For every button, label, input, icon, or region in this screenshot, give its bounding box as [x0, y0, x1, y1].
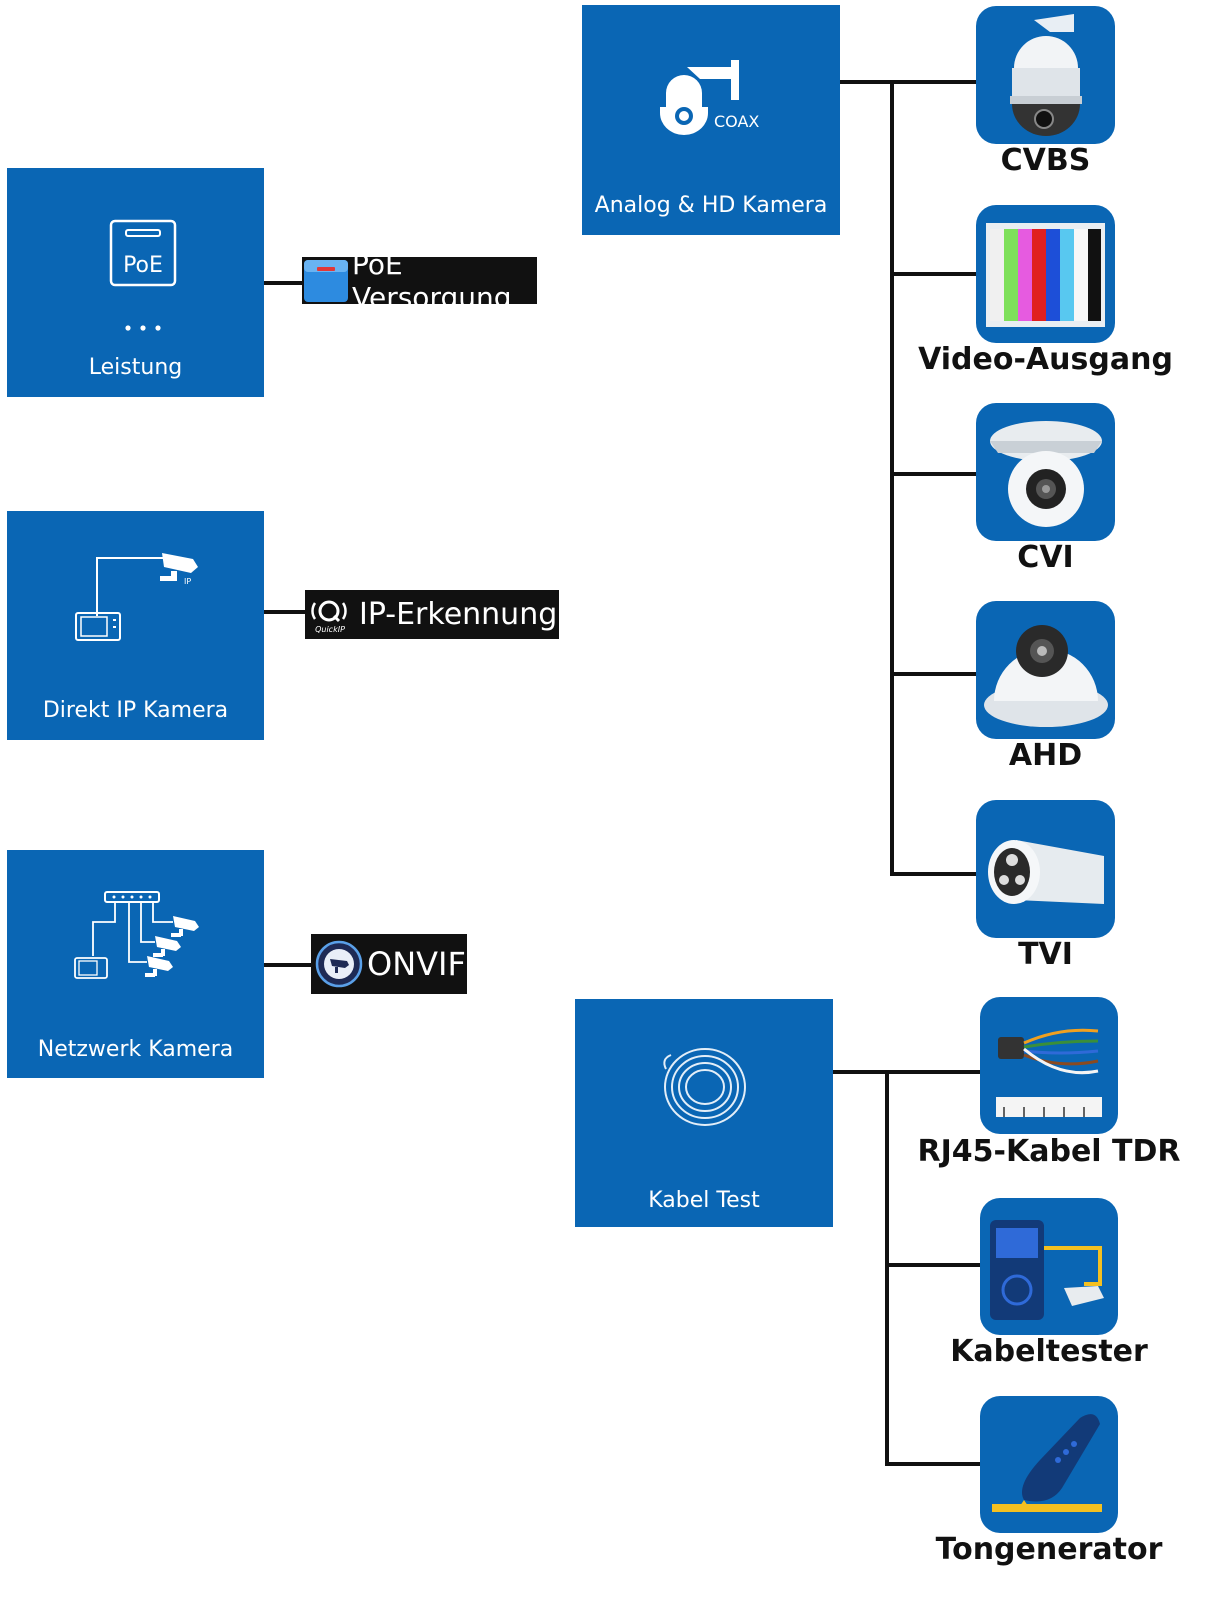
connector-netzwerk	[264, 963, 311, 967]
video-ausgang-app[interactable]	[976, 205, 1115, 343]
cable-coil-icon	[663, 1048, 746, 1126]
cable-branch-kabeltester	[885, 1263, 981, 1267]
dome-camera-icon	[984, 625, 1108, 727]
analog-branch-cvi	[890, 472, 978, 476]
cvi-app[interactable]	[976, 403, 1115, 541]
poe-versorgung-text: PoE Versorgung	[352, 247, 512, 314]
analog-trunk-horizontal	[840, 80, 892, 84]
tongenerator-label: Tongenerator	[935, 1532, 1163, 1567]
ip-icon-text: IP	[184, 577, 191, 586]
onvif-text: ONVIF	[367, 945, 466, 983]
analog-branch-tvi	[890, 872, 978, 876]
cable-ruler-icon	[996, 1028, 1102, 1117]
coax-camera-icon: COAX	[660, 60, 759, 135]
cable-tester-icon	[990, 1220, 1104, 1320]
connector-direkt-ip	[264, 610, 306, 614]
quickip-icon: QuickIP	[311, 600, 347, 634]
color-bars-icon	[986, 223, 1105, 327]
quickip-icon-text: QuickIP	[315, 625, 345, 634]
kabeltester-app[interactable]	[980, 1198, 1118, 1335]
leistung-label: Leistung	[88, 355, 183, 380]
cable-trunk-vertical	[885, 1070, 889, 1466]
poe-icon-text: PoE	[123, 253, 163, 278]
video-ausgang-label: Video-Ausgang	[918, 342, 1173, 377]
ptz-dome-camera-icon	[1010, 14, 1082, 136]
connector-leistung	[264, 281, 304, 285]
cable-branch-rj45	[885, 1070, 981, 1074]
ip-erkennung-badge[interactable]: QuickIP IP-Erkennung	[305, 590, 559, 639]
ip-camera-icon: IP	[75, 553, 198, 641]
tvi-label: TVI	[1018, 937, 1073, 972]
onvif-badge[interactable]: ONVIF	[311, 934, 467, 994]
rj45-kabel-tdr-label: RJ45-Kabel TDR	[917, 1134, 1181, 1169]
ip-erkennung-text: IP-Erkennung	[359, 597, 558, 632]
direkt-ip-kamera-tile[interactable]: IP Direkt IP Kamera	[7, 511, 264, 740]
bullet-camera-icon	[988, 840, 1104, 904]
rj45-kabel-tdr-app[interactable]	[980, 997, 1118, 1134]
kabeltester-label: Kabeltester	[950, 1334, 1148, 1369]
tone-probe-icon	[992, 1414, 1102, 1512]
direkt-ip-kamera-label: Direkt IP Kamera	[42, 698, 229, 723]
poe-icon: PoE	[109, 219, 177, 331]
analog-trunk-vertical	[890, 80, 894, 876]
poe-versorgung-badge[interactable]: PoE Versorgung	[302, 248, 537, 314]
analog-hd-kamera-tile[interactable]: COAX Analog & HD Kamera	[582, 5, 840, 235]
kabel-test-tile[interactable]: Kabel Test	[575, 999, 833, 1227]
leistung-tile[interactable]: PoE Leistung	[7, 168, 264, 397]
tongenerator-app[interactable]	[980, 1396, 1118, 1533]
ahd-app[interactable]	[976, 601, 1115, 739]
netzwerk-kamera-tile[interactable]: Netzwerk Kamera	[7, 850, 264, 1078]
analog-hd-kamera-label: Analog & HD Kamera	[594, 193, 828, 218]
netzwerk-kamera-label: Netzwerk Kamera	[37, 1037, 234, 1062]
onvif-icon	[315, 940, 363, 988]
cvi-label: CVI	[1017, 540, 1074, 575]
cvbs-label: CVBS	[1000, 143, 1091, 178]
tvi-app[interactable]	[976, 800, 1115, 938]
coax-icon-text: COAX	[714, 112, 759, 131]
cvbs-app[interactable]	[976, 6, 1115, 144]
cable-trunk-horizontal	[833, 1070, 889, 1074]
cable-branch-tongenerator	[885, 1462, 981, 1466]
kabel-test-label: Kabel Test	[648, 1188, 760, 1213]
analog-branch-video	[890, 272, 978, 276]
analog-branch-cvbs	[890, 80, 978, 84]
poe-supply-icon	[304, 260, 348, 302]
network-camera-icon	[74, 891, 199, 979]
turret-camera-icon	[990, 421, 1102, 527]
analog-branch-ahd	[890, 672, 978, 676]
ahd-label: AHD	[1008, 738, 1083, 773]
